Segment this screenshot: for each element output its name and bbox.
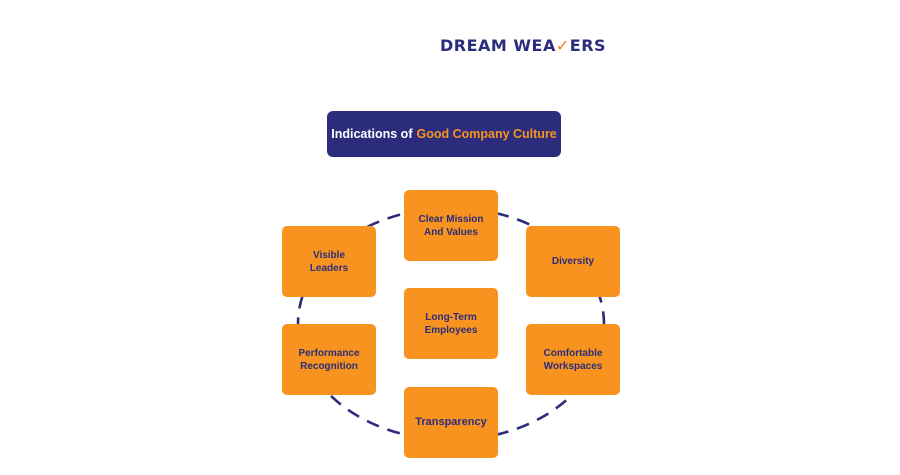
node-performance-recognition: Performance Recognition: [282, 324, 376, 395]
node-visible-leaders-line-1: Visible: [312, 249, 346, 261]
node-long-term-employees-line-2: Employees: [424, 324, 478, 336]
node-visible-leaders: Visible Leaders: [282, 226, 376, 297]
node-transparency: Transparency: [404, 387, 498, 458]
node-comfortable-workspaces-line-2: Workspaces: [543, 360, 603, 372]
node-diversity: Diversity: [526, 226, 620, 297]
node-clear-mission-line-1: Clear Mission: [418, 213, 484, 225]
node-comfortable-workspaces-line-1: Comfortable: [543, 347, 603, 359]
title-prefix: Indications of: [331, 127, 413, 141]
title-highlight: Good Company Culture: [416, 127, 557, 141]
node-performance-recognition-line-2: Recognition: [300, 360, 358, 372]
node-comfortable-workspaces: Comfortable Workspaces: [526, 324, 620, 395]
node-diversity-line-1: Diversity: [551, 256, 595, 267]
logo-text-end: ERS: [569, 36, 607, 55]
node-transparency-line-1: Transparency: [415, 416, 487, 428]
node-performance-recognition-line-1: Performance: [298, 347, 360, 359]
node-long-term-employees-line-1: Long-Term: [425, 311, 477, 323]
node-clear-mission-line-2: And Values: [424, 226, 478, 238]
logo-check-icon: ✓: [555, 36, 570, 55]
logo-text-start: DREAM WEA: [440, 36, 556, 55]
node-visible-leaders-line-2: Leaders: [309, 262, 349, 274]
brand-logo: DREAM WEA✓ERS: [440, 36, 606, 56]
node-clear-mission: Clear Mission And Values: [404, 190, 498, 261]
diagram-title: Indications of Good Company Culture: [327, 111, 561, 157]
node-long-term-employees: Long-Term Employees: [404, 288, 498, 359]
